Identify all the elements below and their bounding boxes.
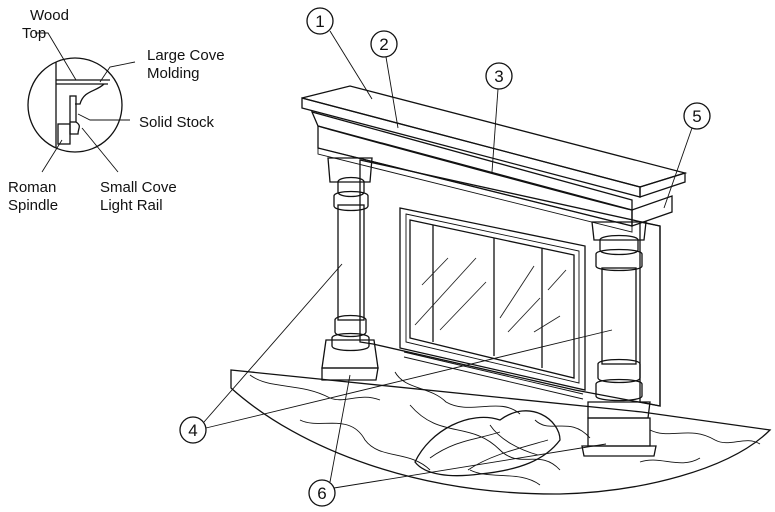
- label-roman-spindle: Roman Spindle: [8, 179, 61, 214]
- svg-text:1: 1: [315, 12, 324, 31]
- svg-text:4: 4: [188, 421, 197, 440]
- left-column-shaft: [337, 204, 365, 321]
- callout-6: 6: [308, 374, 607, 507]
- roman-spindle-profile: [57, 123, 71, 145]
- svg-text:6: 6: [317, 484, 326, 503]
- small-cove-profile: [69, 121, 80, 135]
- detail-circle: [27, 57, 123, 153]
- label-large-cove-molding: Large Cove Molding: [147, 47, 229, 82]
- mantel-shelf: [301, 85, 688, 233]
- callout-4: 4: [179, 263, 613, 444]
- svg-text:3: 3: [494, 67, 503, 86]
- callout-2: 2: [370, 30, 399, 129]
- fireplace-glass-doors: [399, 207, 586, 400]
- molding-detail-inset: Wood Top Large Cove Molding Solid Stock …: [8, 7, 229, 214]
- callout-5: 5: [663, 102, 711, 209]
- callout-1: 1: [306, 7, 373, 100]
- label-wood-top: Wood Top: [22, 7, 73, 42]
- mantel-frieze: [317, 125, 633, 227]
- svg-text:5: 5: [692, 107, 701, 126]
- right-column-shaft: [601, 267, 637, 365]
- label-solid-stock: Solid Stock: [139, 114, 215, 131]
- right-column: [581, 221, 657, 457]
- fireplace-logs: [414, 410, 561, 477]
- granite-surround-side: [639, 221, 661, 407]
- label-small-cove-light-rail: Small Cove Light Rail: [100, 179, 181, 214]
- callout-3: 3: [485, 62, 513, 173]
- hearth-marble-veins: [249, 371, 761, 486]
- left-column: [321, 157, 379, 381]
- svg-text:2: 2: [379, 35, 388, 54]
- hearth: [230, 369, 772, 495]
- solid-stock-profile: [69, 95, 77, 123]
- large-cove-profile: [75, 83, 105, 105]
- granite-surround: [359, 159, 661, 407]
